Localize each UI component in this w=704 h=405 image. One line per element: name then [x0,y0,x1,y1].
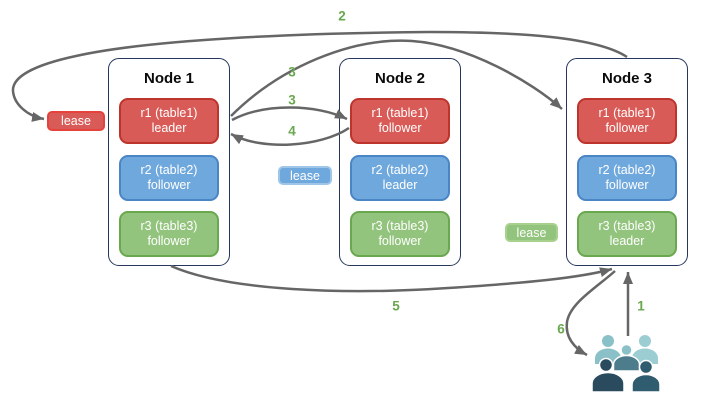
replica-role: follower [378,234,422,248]
node-3-replica-r2: r2 (table2) follower [577,155,677,201]
node-1-replica-r2: r2 (table2) follower [119,155,219,201]
replica-label-line1: r2 (table2) [371,163,429,177]
lease-badge-table3: lease [505,223,558,242]
arrow-step-6-node3-to-clients [565,270,616,357]
step-label-3a: 3 [288,64,296,80]
step-label-6: 6 [557,321,565,337]
node-2-replica-r1: r1 (table1) follower [350,98,450,144]
node-1-replica-r3: r3 (table3) follower [119,211,219,257]
node-2-title: Node 2 [374,70,425,87]
lease-badge-table1: lease [47,111,105,131]
step-label-1: 1 [637,298,645,314]
replica-label-line1: r3 (table3) [371,219,429,233]
node-2-replica-r2: r2 (table2) leader [350,155,450,201]
node-3: Node 3 r1 (table1) follower r2 (table2) … [566,58,688,266]
node-3-replica-r1: r1 (table1) follower [577,98,677,144]
node-2-replica-r3: r3 (table3) follower [350,211,450,257]
node-3-title: Node 3 [601,70,652,87]
replica-label-line1: r3 (table3) [598,219,656,233]
node-2: Node 2 r1 (table1) follower r2 (table2) … [339,58,461,266]
node-3-replica-r3: r3 (table3) leader [577,211,677,257]
arrow-step-5-node1-to-node3 [170,264,613,293]
replica-label-line1: r1 (table1) [140,106,198,120]
replica-label-line1: r3 (table3) [140,219,198,233]
replica-role: follower [605,121,649,135]
replica-label-line1: r1 (table1) [371,106,429,120]
replica-role: leader [609,234,645,248]
node-1-replica-r1: r1 (table1) leader [119,98,219,144]
step-label-3b: 3 [288,92,296,108]
replica-role: follower [147,178,191,192]
step-label-2: 2 [338,8,346,24]
replica-role: leader [382,178,418,192]
arrow-step-2-node3-to-lease1 [11,30,628,122]
arrow-step-3-leader-to-node2-follower [231,106,348,122]
replica-role: follower [605,178,649,192]
node-1: Node 1 r1 (table1) leader r2 (table2) fo… [108,58,230,266]
replica-label-line1: r2 (table2) [140,163,198,177]
replica-role: follower [147,234,191,248]
lease-badge-table2: lease [278,166,332,185]
replica-label-line1: r2 (table2) [598,163,656,177]
replica-label-line1: r1 (table1) [598,106,656,120]
replica-role: leader [151,121,187,135]
step-label-4: 4 [288,123,296,139]
replica-role: follower [378,121,422,135]
step-label-5: 5 [392,298,400,314]
node-1-title: Node 1 [143,70,194,87]
users-group-icon [591,335,661,393]
